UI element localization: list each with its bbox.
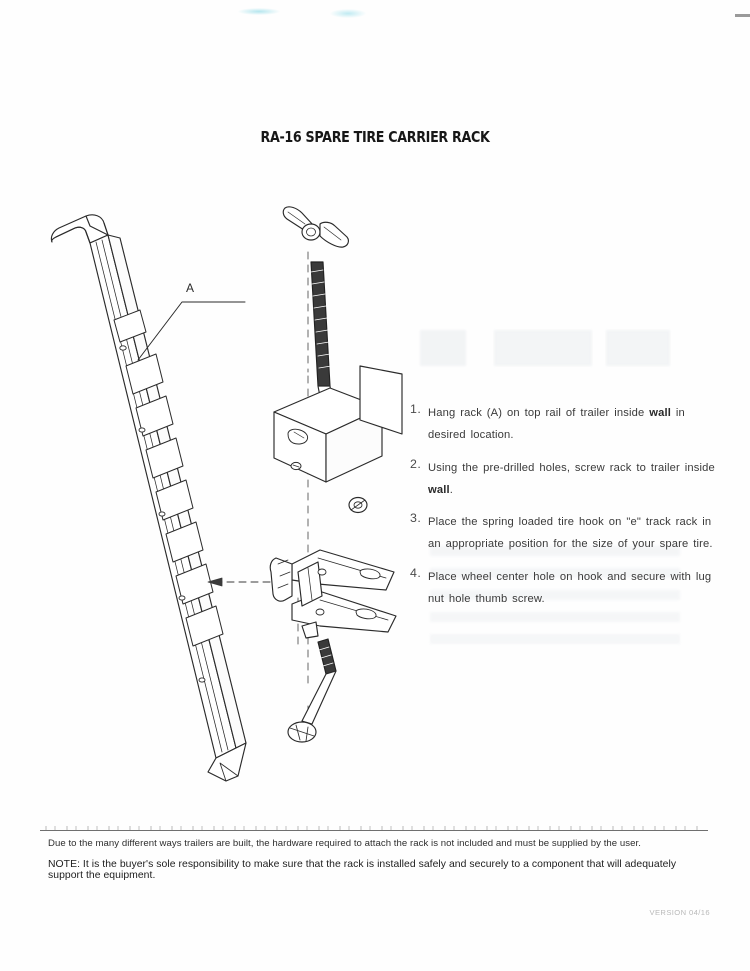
footer-notes: Due to the many different ways trailers …	[48, 838, 708, 881]
scan-artifact-top-right	[330, 9, 366, 18]
instruction-emphasis: wall	[649, 407, 671, 419]
exploded-assembly-diagram: A	[30, 180, 430, 800]
scan-artifact-right-edge	[735, 14, 750, 17]
instruction-item: 3. Place the spring loaded tire hook on …	[410, 512, 726, 556]
assembly-centerline	[297, 251, 309, 741]
footer-hardware-disclaimer: Due to the many different ways trailers …	[48, 838, 641, 849]
e-track-rail-part	[50, 214, 247, 782]
insertion-arrow	[207, 577, 271, 587]
footer-divider	[40, 830, 708, 831]
instruction-text-before: Hang rack (A) on top rail of trailer ins…	[428, 407, 650, 419]
instructions-list: 1. Hang rack (A) on top rail of trailer …	[410, 403, 726, 622]
page-title: RA-16 SPARE TIRE CARRIER RACK	[260, 128, 490, 146]
hex-head-bolt-part	[287, 638, 337, 743]
instruction-item: 1. Hang rack (A) on top rail of trailer …	[410, 403, 726, 447]
scan-ghost-text-upper	[420, 330, 670, 366]
callout-label-a: A	[186, 281, 194, 295]
instruction-text: Place the spring loaded tire hook on "e"…	[428, 516, 713, 551]
instruction-emphasis: wall	[428, 483, 450, 496]
rectangular-tube-housing-part	[273, 365, 403, 483]
instruction-text: Hang rack (A) on top rail of trailer ins…	[428, 403, 726, 447]
instruction-item: 2. Using the pre-drilled holes, screw ra…	[410, 456, 726, 502]
instruction-text: Place wheel center hole on hook and secu…	[428, 571, 712, 605]
callout-leader-line	[137, 301, 246, 361]
instruction-text-after: .	[449, 483, 454, 496]
instruction-item: 4. Place wheel center hole on hook and s…	[410, 567, 726, 611]
instruction-text-before: Using the pre-drilled holes, screw rack …	[428, 461, 715, 474]
instruction-number: 1.	[410, 402, 422, 416]
scan-artifact-top-left	[238, 8, 280, 15]
instruction-text: Using the pre-drilled holes, screw rack …	[428, 458, 726, 502]
footer-responsibility-note: NOTE: It is the buyer's sole responsibil…	[48, 859, 677, 881]
instruction-number: 3.	[410, 511, 422, 526]
wing-nut-part	[282, 206, 349, 248]
washer-part	[348, 496, 368, 514]
instruction-number: 2.	[410, 456, 422, 471]
version-stamp: VERSION 04/16	[649, 908, 710, 917]
mounting-bracket-part	[269, 549, 397, 639]
instruction-text-after: in desired location.	[428, 407, 685, 441]
instruction-number: 4.	[410, 566, 422, 581]
